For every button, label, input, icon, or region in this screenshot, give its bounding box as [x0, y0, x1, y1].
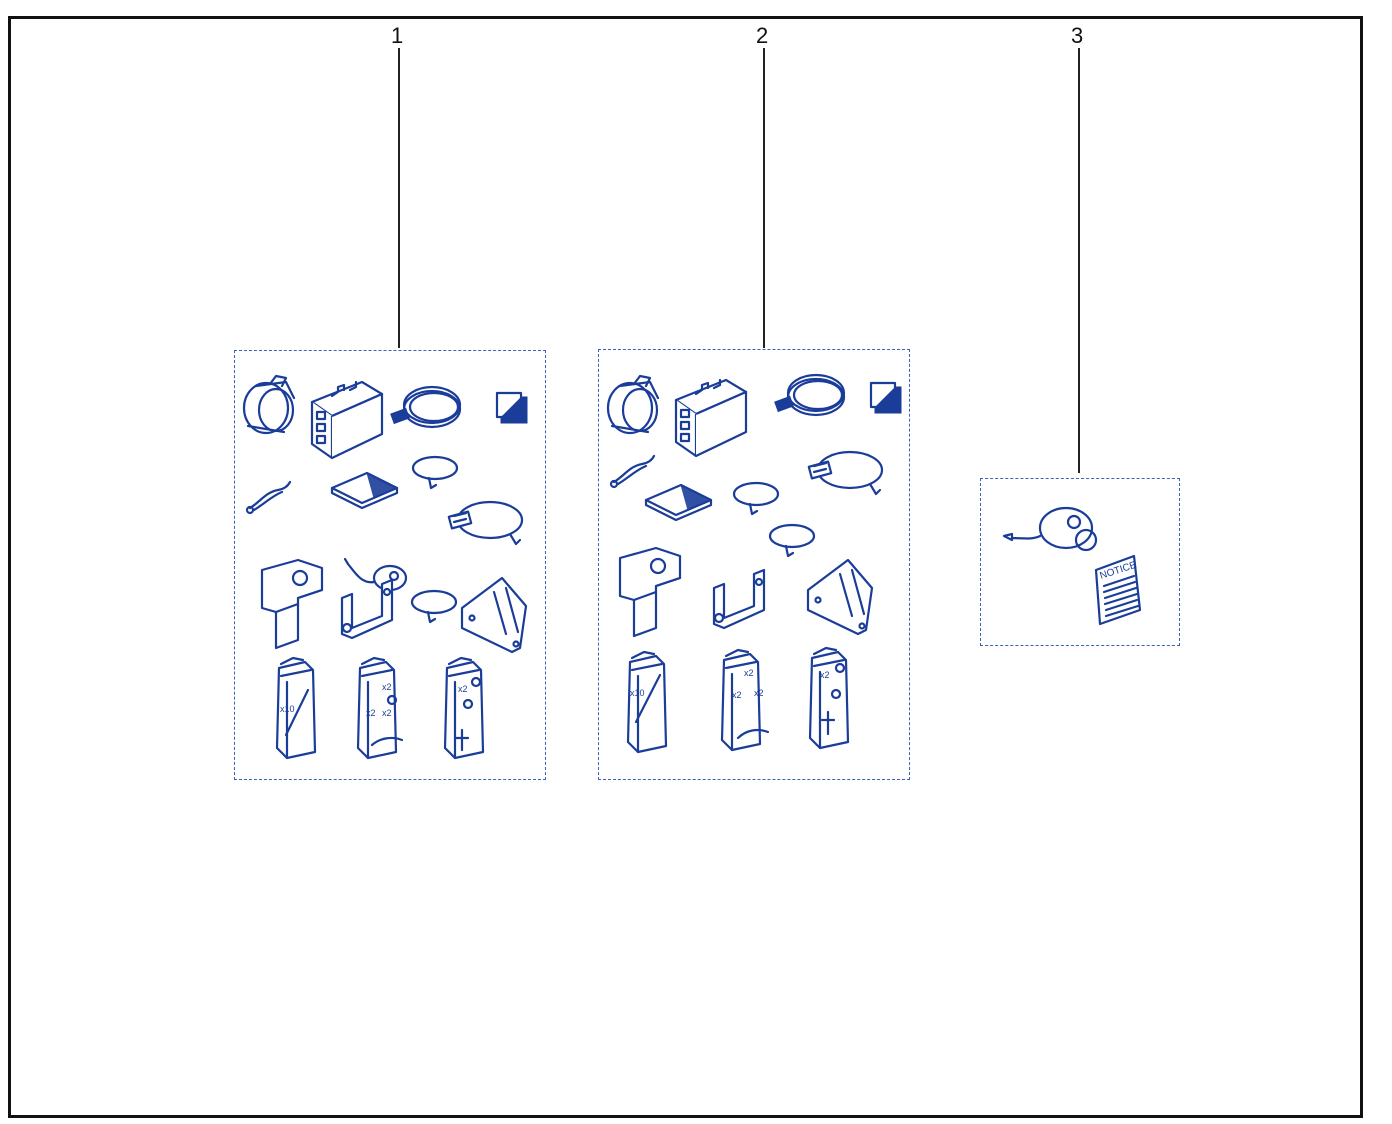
- notice-booklet: NOTICE: [1094, 554, 1142, 626]
- bag-qty-label: x2: [382, 682, 392, 692]
- wire-lead-part: [245, 480, 292, 515]
- control-unit-part: [674, 378, 748, 458]
- leader-line-2: [763, 48, 765, 348]
- bag-qty-label: x10: [280, 704, 295, 714]
- ring-clamp-part: [606, 374, 660, 435]
- kit-2-parts: x10 x2 x2 x2 x2: [606, 373, 903, 754]
- ring-clamp-part: [242, 374, 296, 435]
- kit-2-box: [598, 349, 910, 780]
- cable-loop-connector-part: [447, 500, 524, 546]
- hardware-bag-3: [443, 656, 485, 760]
- adhesive-pads-part: [644, 483, 713, 522]
- siren-sensor-part: [1038, 506, 1094, 550]
- bag-qty-label: x2: [382, 708, 392, 718]
- kit-3-parts: NOTICE: [1002, 506, 1142, 626]
- triangular-plate-part: [460, 576, 528, 654]
- triangular-plate-part: [806, 558, 874, 636]
- adhesive-pads-part: [330, 471, 399, 510]
- l-bracket-part: [260, 558, 324, 650]
- bag-qty-label: x2: [754, 688, 764, 698]
- u-bracket-part: [340, 578, 394, 640]
- cable-loop-part: [411, 455, 459, 490]
- cable-loop-connector-part: [807, 450, 884, 496]
- leader-line-1: [398, 48, 400, 348]
- coiled-harness-part: [389, 385, 462, 429]
- sticker-part: [869, 381, 903, 415]
- bag-qty-label: x10: [630, 688, 645, 698]
- bag-qty-label: x2: [366, 708, 376, 718]
- sensor-part: [343, 557, 408, 592]
- cable-loop-part: [732, 481, 780, 516]
- coiled-harness-part: [773, 373, 846, 417]
- l-bracket-part: [618, 546, 682, 638]
- sticker-part: [495, 391, 529, 425]
- callout-number-3: 3: [1071, 23, 1084, 48]
- bag-qty-label: x2: [732, 690, 742, 700]
- cable-loop-small-part: [768, 523, 816, 558]
- bag-qty-label: x2: [458, 684, 468, 694]
- kit-1-box: [234, 350, 546, 780]
- u-bracket-part: [712, 568, 766, 630]
- kit-3-box: [980, 478, 1180, 646]
- callout-number-2: 2: [756, 23, 769, 48]
- leader-line-3: [1078, 48, 1080, 473]
- cable-loop-small-part: [410, 589, 458, 624]
- control-unit-part: [310, 380, 384, 460]
- wire-lead-part: [609, 454, 656, 489]
- bag-qty-label: x2: [744, 668, 754, 678]
- callout-number-1: 1: [391, 23, 404, 48]
- bag-qty-label: x2: [820, 670, 830, 680]
- drawing-frame: [8, 16, 1363, 1118]
- kit-1-parts: x10 x2 x2 x2 x2: [242, 374, 529, 760]
